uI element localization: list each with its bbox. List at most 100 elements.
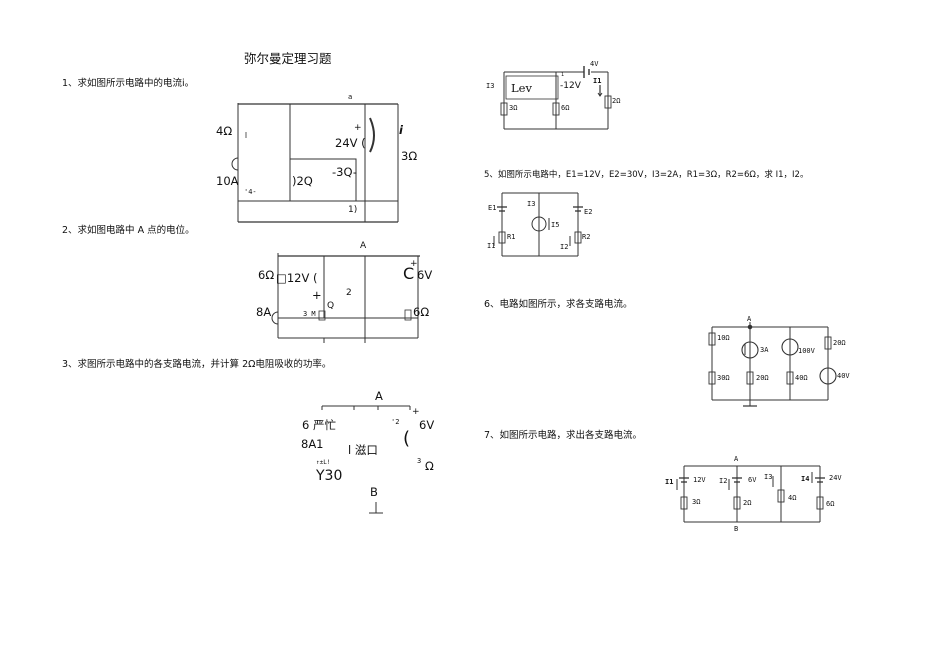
page-title: 弥尔曼定理习题 xyxy=(244,51,332,66)
battery-e1-label: E1 xyxy=(488,204,497,212)
resistor-40ohm xyxy=(786,371,794,385)
resistor-20ohm-mid xyxy=(746,371,754,385)
resistor-q xyxy=(318,310,326,321)
current-i2-label: I2 xyxy=(560,243,569,251)
current-i1-label: I1 xyxy=(593,77,602,85)
resistor-r1 xyxy=(498,231,506,244)
current-source-10a-label: 10A xyxy=(216,174,239,188)
resistor-30-label: Y30 xyxy=(316,468,343,484)
current-i3-label: I3 xyxy=(486,82,495,90)
current-i1-label: I1 xyxy=(665,478,674,486)
battery-12v-label: 12V xyxy=(693,476,706,484)
resistor-20ohm-right-label: 20Ω xyxy=(833,339,846,347)
resistor-40ohm-label: 40Ω xyxy=(795,374,808,382)
label-2: '2 xyxy=(391,418,400,426)
resistor-3ohm-label: 3Ω xyxy=(692,498,701,506)
resistor-6ohm-label: 6Ω xyxy=(561,104,570,112)
problem-5-text: 5、如图所示电路中，E1=12V，E2=30V，I3=2A，R1=3Ω，R2=6… xyxy=(484,170,809,180)
problem-3-text: 3、求图所示电路中的各支路电流，并计算 2Ω电阻吸收的功率。 xyxy=(62,359,332,370)
resistor-2ohm xyxy=(733,496,741,510)
source-100v xyxy=(781,338,799,356)
resistor-2ohm-label: 2Ω xyxy=(743,499,752,507)
resistor-2q-label: )2Q xyxy=(292,174,313,188)
resistor-6ohm-right xyxy=(404,309,412,321)
plus-label: + xyxy=(312,288,322,302)
current-i3-label: I3 xyxy=(764,473,773,481)
arrow-head xyxy=(597,92,603,97)
source-6v-label: 6V xyxy=(419,418,435,432)
ohm-label: Ω xyxy=(425,459,434,473)
resistor-20ohm-mid-label: 20Ω xyxy=(756,374,769,382)
current-i-label: i xyxy=(399,123,403,137)
resistor-3ohm-label: 3Ω xyxy=(509,104,518,112)
small-label: ↑±L! xyxy=(316,459,331,466)
resistor-r2-label: R2 xyxy=(582,233,591,241)
resistor-6-label: 6 严忙 xyxy=(302,418,336,432)
resistor-10ohm xyxy=(708,332,716,346)
resistor-2ohm xyxy=(289,158,357,202)
lev-box xyxy=(505,75,559,100)
resistor-6ohm-label: 6Ω xyxy=(258,268,275,282)
resistor-q-label: Q xyxy=(327,301,335,311)
current-i5-label: I5 xyxy=(551,221,560,229)
plus-label-right: + xyxy=(410,259,418,269)
source-minus12v-label: -12V xyxy=(560,81,581,91)
resistor-3ohm xyxy=(680,496,688,510)
resistor-30ohm xyxy=(708,371,716,385)
resistor-10ohm-label: 10Ω xyxy=(717,334,730,342)
current-source-8a-label: 8A xyxy=(256,305,272,319)
resistor-r1-label: R1 xyxy=(507,233,516,241)
node-a-label: A xyxy=(747,315,752,323)
source-40v-label: 40V xyxy=(837,372,850,380)
label-1: 1) xyxy=(348,205,358,215)
source-12v-label: □12V ( xyxy=(276,271,318,285)
resistor-6ohm xyxy=(552,102,560,116)
resistor-2-label: 2 xyxy=(346,288,352,298)
resistor-r2 xyxy=(574,231,582,244)
resistor-4ohm-label: 4Ω xyxy=(788,494,797,502)
battery-4v-label: 4V xyxy=(590,60,599,68)
node-b-label: B xyxy=(734,525,739,533)
resistor-3ohm xyxy=(500,102,508,116)
resistor-6ohm xyxy=(816,496,824,510)
resistor-30ohm-label: 30Ω xyxy=(717,374,730,382)
battery-24v-label: 24V xyxy=(829,474,842,482)
current-source-i3 xyxy=(531,216,547,232)
resistor-label: l 滋口 xyxy=(348,443,378,457)
current-i1-label: I1 xyxy=(487,242,496,250)
node-a-label: A xyxy=(734,455,739,463)
plus-label: + xyxy=(412,407,420,417)
problem-1-text: 1、求如图所示电路中的电流i。 xyxy=(62,78,195,89)
source-bracket xyxy=(369,117,375,153)
label-1: 1 xyxy=(561,72,565,78)
battery-e2-label: E2 xyxy=(584,208,593,216)
node-a-label: A xyxy=(375,389,383,403)
source-bracket: ( xyxy=(403,428,411,449)
problem-6-text: 6、电路如图所示，求各支路电流。 xyxy=(484,299,633,310)
resistor-6ohm-right-label: 6Ω xyxy=(413,305,430,319)
node-b-label: B xyxy=(370,485,378,499)
source-6v-symbol: C xyxy=(403,264,415,283)
label-3: 3 xyxy=(417,457,422,465)
source-100v-label: 100V xyxy=(798,347,815,355)
node-a-dot xyxy=(747,324,753,330)
resistor-3ohm-label: 3Ω xyxy=(401,149,418,163)
current-i2-label: I2 xyxy=(719,477,728,485)
current-source-3a xyxy=(741,341,759,359)
current-i4-label: I4 xyxy=(801,475,810,483)
problem-2-text: 2、求如图电路中 A 点的电位。 xyxy=(62,225,195,236)
resistor-6ohm-label: 6Ω xyxy=(826,500,835,508)
current-source-10a xyxy=(231,157,239,171)
current-source-3a-label: 3A xyxy=(760,346,769,354)
current-source-8a xyxy=(271,311,279,325)
node-a-label: A xyxy=(360,241,367,251)
battery-6v-label: 6V xyxy=(748,476,757,484)
problem-7-text: 7、如图所示电路，求出各支路电流。 xyxy=(484,430,643,441)
resistor-3q-label: -3Q- xyxy=(332,165,357,179)
